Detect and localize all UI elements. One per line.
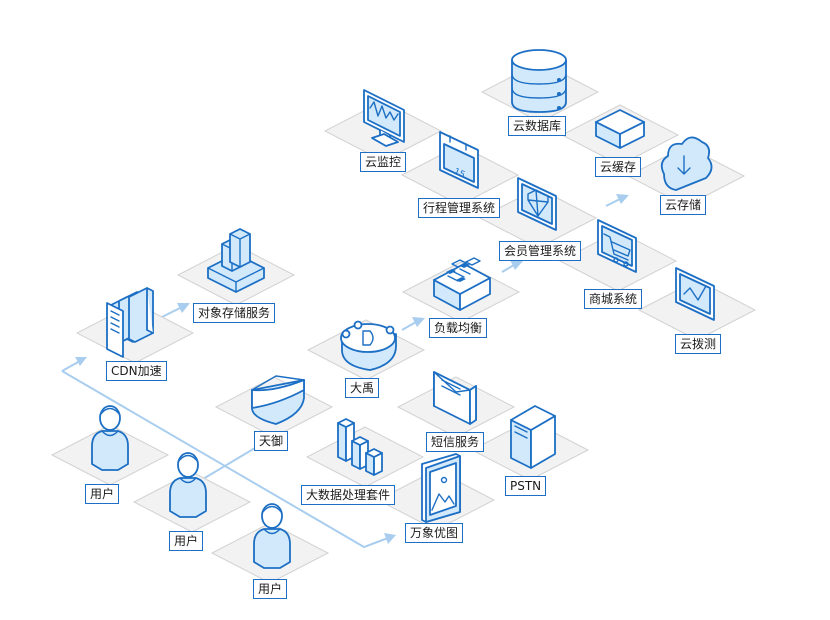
node-label-member: 会员管理系统 (499, 241, 582, 261)
diamond-icon (517, 177, 557, 231)
node-label-wanxiang: 万象优图 (405, 523, 464, 543)
member-to-storage-arrowhead (616, 194, 629, 204)
server-icon (510, 405, 556, 469)
cdn-to-object-storage-arrowhead (177, 303, 190, 313)
database-icon (511, 49, 567, 113)
monitor-icon (363, 89, 405, 147)
node-label-dayu: 大禹 (345, 378, 380, 398)
load-balance-to-member-line (501, 264, 515, 273)
node-label-user-2: 用户 (169, 531, 204, 551)
main-flow-arrowhead (384, 533, 396, 544)
node-label-object-storage: 对象存储服务 (193, 303, 276, 323)
chart-screen-icon (675, 267, 715, 321)
user-icon (91, 405, 129, 471)
node-label-big-data: 大数据处理套件 (301, 485, 396, 505)
node-label-mall: 商城系统 (584, 289, 643, 309)
node-label-user-1: 用户 (85, 484, 120, 504)
box-grid-icon (433, 257, 491, 311)
load-balance-to-member-arrowhead (510, 260, 523, 270)
node-label-schedule: 行程管理系统 (418, 198, 501, 218)
d-shield-icon (340, 320, 397, 371)
node-label-storage: 云存储 (660, 195, 707, 215)
envelope-icon (433, 371, 477, 425)
user-icon (169, 452, 207, 518)
node-label-pstn: PSTN (505, 476, 547, 496)
main-flow-line (61, 370, 389, 549)
node-label-monitor: 云监控 (360, 152, 407, 172)
node-label-database: 云数据库 (508, 116, 567, 136)
node-label-user-3: 用户 (253, 579, 288, 599)
buildings-icon (207, 228, 265, 293)
calendar-day: 15 (452, 167, 467, 181)
cdn-entry-line (61, 360, 81, 372)
node-label-cache: 云缓存 (595, 157, 642, 177)
shield-icon (251, 375, 305, 425)
user-icon (253, 503, 291, 569)
node-label-load-balance: 负载均衡 (429, 318, 488, 338)
dayu-to-load-balance-arrowhead (412, 317, 425, 327)
cube-icon (595, 109, 645, 149)
member-to-storage-line (605, 198, 621, 207)
node-label-tianyu: 天御 (254, 431, 289, 451)
node-label-sms: 短信服务 (426, 432, 485, 452)
cdn-entry-arrowhead (75, 357, 87, 366)
cdn-to-object-storage-line (159, 307, 181, 319)
cloud-download-icon (660, 136, 713, 191)
dayu-to-load-balance-line (401, 321, 417, 331)
node-label-test: 云拨测 (675, 334, 722, 354)
books-icon (106, 287, 154, 358)
calendar-icon: 15 (439, 131, 479, 189)
node-label-cdn: CDN加速 (106, 361, 167, 381)
bar-columns-icon (337, 418, 383, 476)
cart-icon (597, 219, 637, 273)
picture-icon (421, 453, 461, 523)
